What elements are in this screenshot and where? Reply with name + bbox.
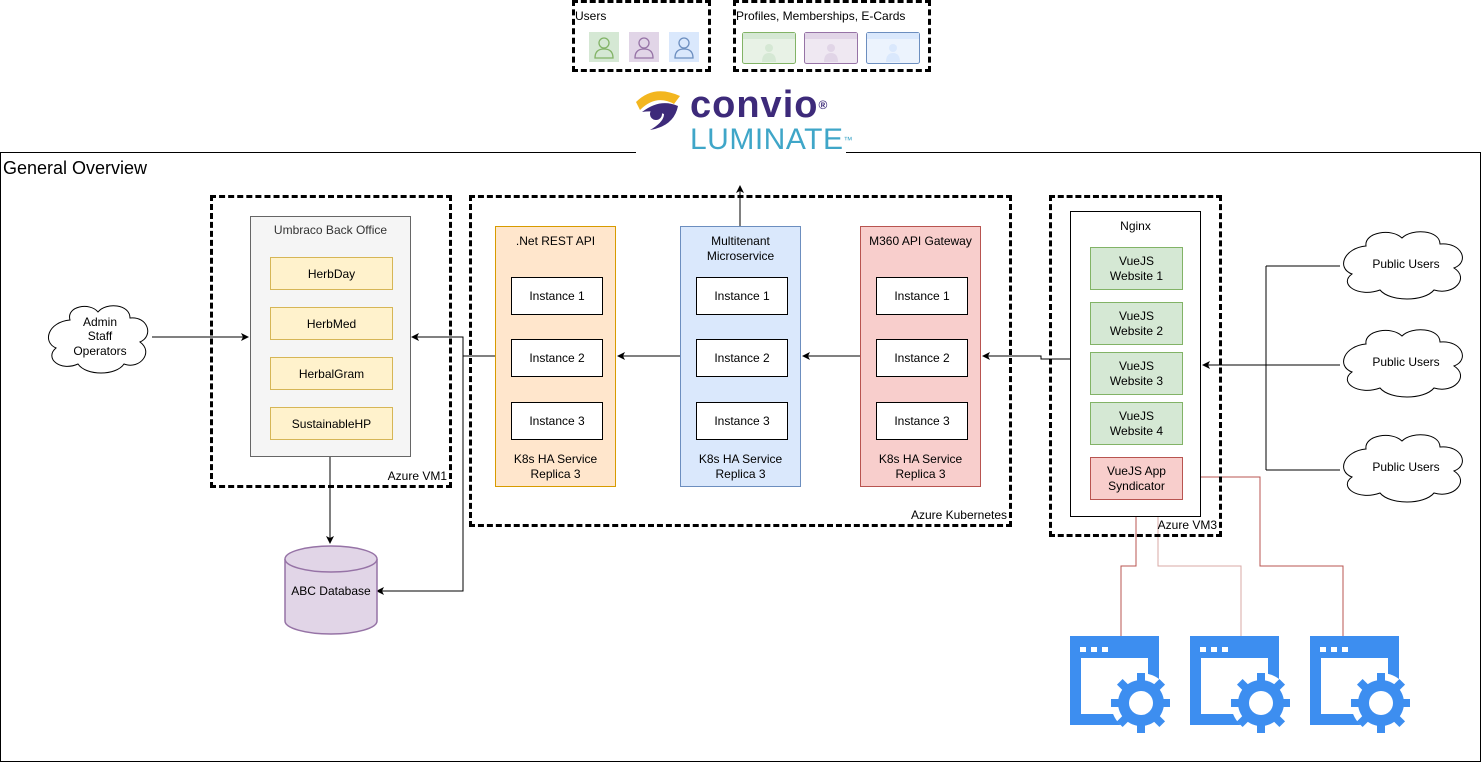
azure-vm3-group: Azure VM3 (1049, 195, 1222, 537)
instance-box[interactable]: Instance 3 (696, 402, 788, 440)
instance-box[interactable]: Instance 2 (696, 339, 788, 377)
instance-box[interactable]: Instance 1 (696, 277, 788, 315)
profile-card-purple (804, 32, 858, 64)
azure-kubernetes-group: Azure Kubernetes (469, 195, 1012, 527)
logo-registered: ® (818, 98, 829, 112)
profile-card-green (742, 32, 796, 64)
nginx-server: Nginx VueJS Website 1 VueJS Website 2 Vu… (1070, 211, 1201, 517)
convio-eye-icon (636, 91, 680, 130)
admin-cloud-line-2: Staff (88, 329, 113, 343)
vuejs-website[interactable]: VueJS Website 2 (1090, 302, 1183, 345)
vuejs-website[interactable]: VueJS Website 4 (1090, 402, 1183, 445)
overview-title: General Overview (3, 158, 148, 178)
admin-cloud-line-1: Admin (83, 315, 117, 329)
azure-vm3-label: Azure VM3 (1157, 518, 1217, 532)
vuejs-website[interactable]: VueJS Website 1 (1090, 247, 1183, 290)
vuejs-website[interactable]: VueJS Website 3 (1090, 352, 1183, 395)
public-users-label: Public Users (1372, 355, 1439, 369)
public-users-label: Public Users (1372, 257, 1439, 271)
public-users-cloud: Public Users (1343, 329, 1463, 398)
logo-product: LUMINATE (690, 123, 844, 156)
user-icon-blue (669, 32, 699, 62)
azure-vm1-group: Azure VM1 (210, 195, 452, 488)
service-footer-2: Replica 3 (715, 467, 766, 481)
admin-cloud: Admin Staff Operators (47, 305, 149, 374)
service-title: M360 API Gateway (869, 234, 972, 248)
app3-to-syndicator-link (1182, 473, 1344, 656)
azure-kubernetes-label: Azure Kubernetes (910, 508, 1007, 522)
rest-to-umbraco-link (411, 333, 495, 357)
herb-item[interactable]: SustainableHP (270, 407, 393, 440)
logo-trademark: ™ (843, 135, 853, 145)
service-footer-2: Replica 3 (895, 467, 946, 481)
instance-box[interactable]: Instance 1 (876, 277, 968, 315)
abc-database[interactable]: ABC Database (284, 545, 378, 637)
service-footer-1: K8s HA Service (878, 452, 963, 466)
instance-box[interactable]: Instance 3 (511, 402, 603, 440)
service-title: .Net REST API (515, 234, 596, 248)
admin-cloud-line-3: Operators (73, 344, 126, 358)
instance-box[interactable]: Instance 2 (511, 339, 603, 377)
public-users-cloud: Public Users (1343, 434, 1463, 503)
instance-box[interactable]: Instance 1 (511, 277, 603, 315)
convio-luminate-logo: convio® LUMINATE™ (630, 84, 853, 158)
service-footer-1: K8s HA Service (698, 452, 783, 466)
profiles-group: Profiles, Memberships, E-Cards (733, 0, 931, 72)
instance-box[interactable]: Instance 2 (876, 339, 968, 377)
umbraco-title: Umbraco Back Office (273, 223, 388, 237)
herb-item[interactable]: HerbalGram (270, 357, 393, 390)
users-group: Users (572, 0, 711, 72)
profile-card-blue (866, 32, 920, 64)
service-footer-2: Replica 3 (530, 467, 581, 481)
herb-item[interactable]: HerbMed (270, 307, 393, 340)
user-icon-purple (629, 32, 659, 62)
nginx-to-gateway-link (982, 352, 1070, 360)
instance-box[interactable]: Instance 3 (876, 402, 968, 440)
user-icon-green (589, 32, 619, 62)
web-app-settings-icon[interactable] (1190, 636, 1290, 736)
web-app-settings-icon[interactable] (1070, 636, 1170, 736)
rest-to-database-link (376, 356, 464, 595)
web-app-settings-icon[interactable] (1310, 636, 1410, 736)
app2-to-syndicator-link (1154, 497, 1242, 636)
users-group-label: Users (575, 9, 607, 23)
database-label: ABC Database (291, 584, 371, 598)
azure-vm1-label: Azure VM1 (387, 469, 447, 483)
service-net-rest-api[interactable]: .Net REST API Instance 1 Instance 2 Inst… (495, 226, 616, 487)
profiles-group-label: Profiles, Memberships, E-Cards (736, 9, 906, 23)
service-title: Multitenant Microservice (706, 234, 775, 263)
vuejs-app-syndicator[interactable]: VueJS App Syndicator (1090, 457, 1183, 500)
logo-brand: convio (690, 84, 819, 126)
service-footer-1: K8s HA Service (513, 452, 598, 466)
umbraco-back-office: Umbraco Back Office HerbDay HerbMed Herb… (250, 216, 411, 457)
service-m360-api-gateway[interactable]: M360 API Gateway Instance 1 Instance 2 I… (860, 226, 981, 487)
public-users-cloud: Public Users (1343, 231, 1463, 300)
nginx-title: Nginx (1120, 219, 1151, 233)
herb-item[interactable]: HerbDay (270, 257, 393, 290)
public-users-label: Public Users (1372, 460, 1439, 474)
app1-to-syndicator-link (1120, 497, 1140, 636)
service-multitenant-microservice[interactable]: Multitenant Microservice Instance 1 Inst… (680, 226, 801, 487)
